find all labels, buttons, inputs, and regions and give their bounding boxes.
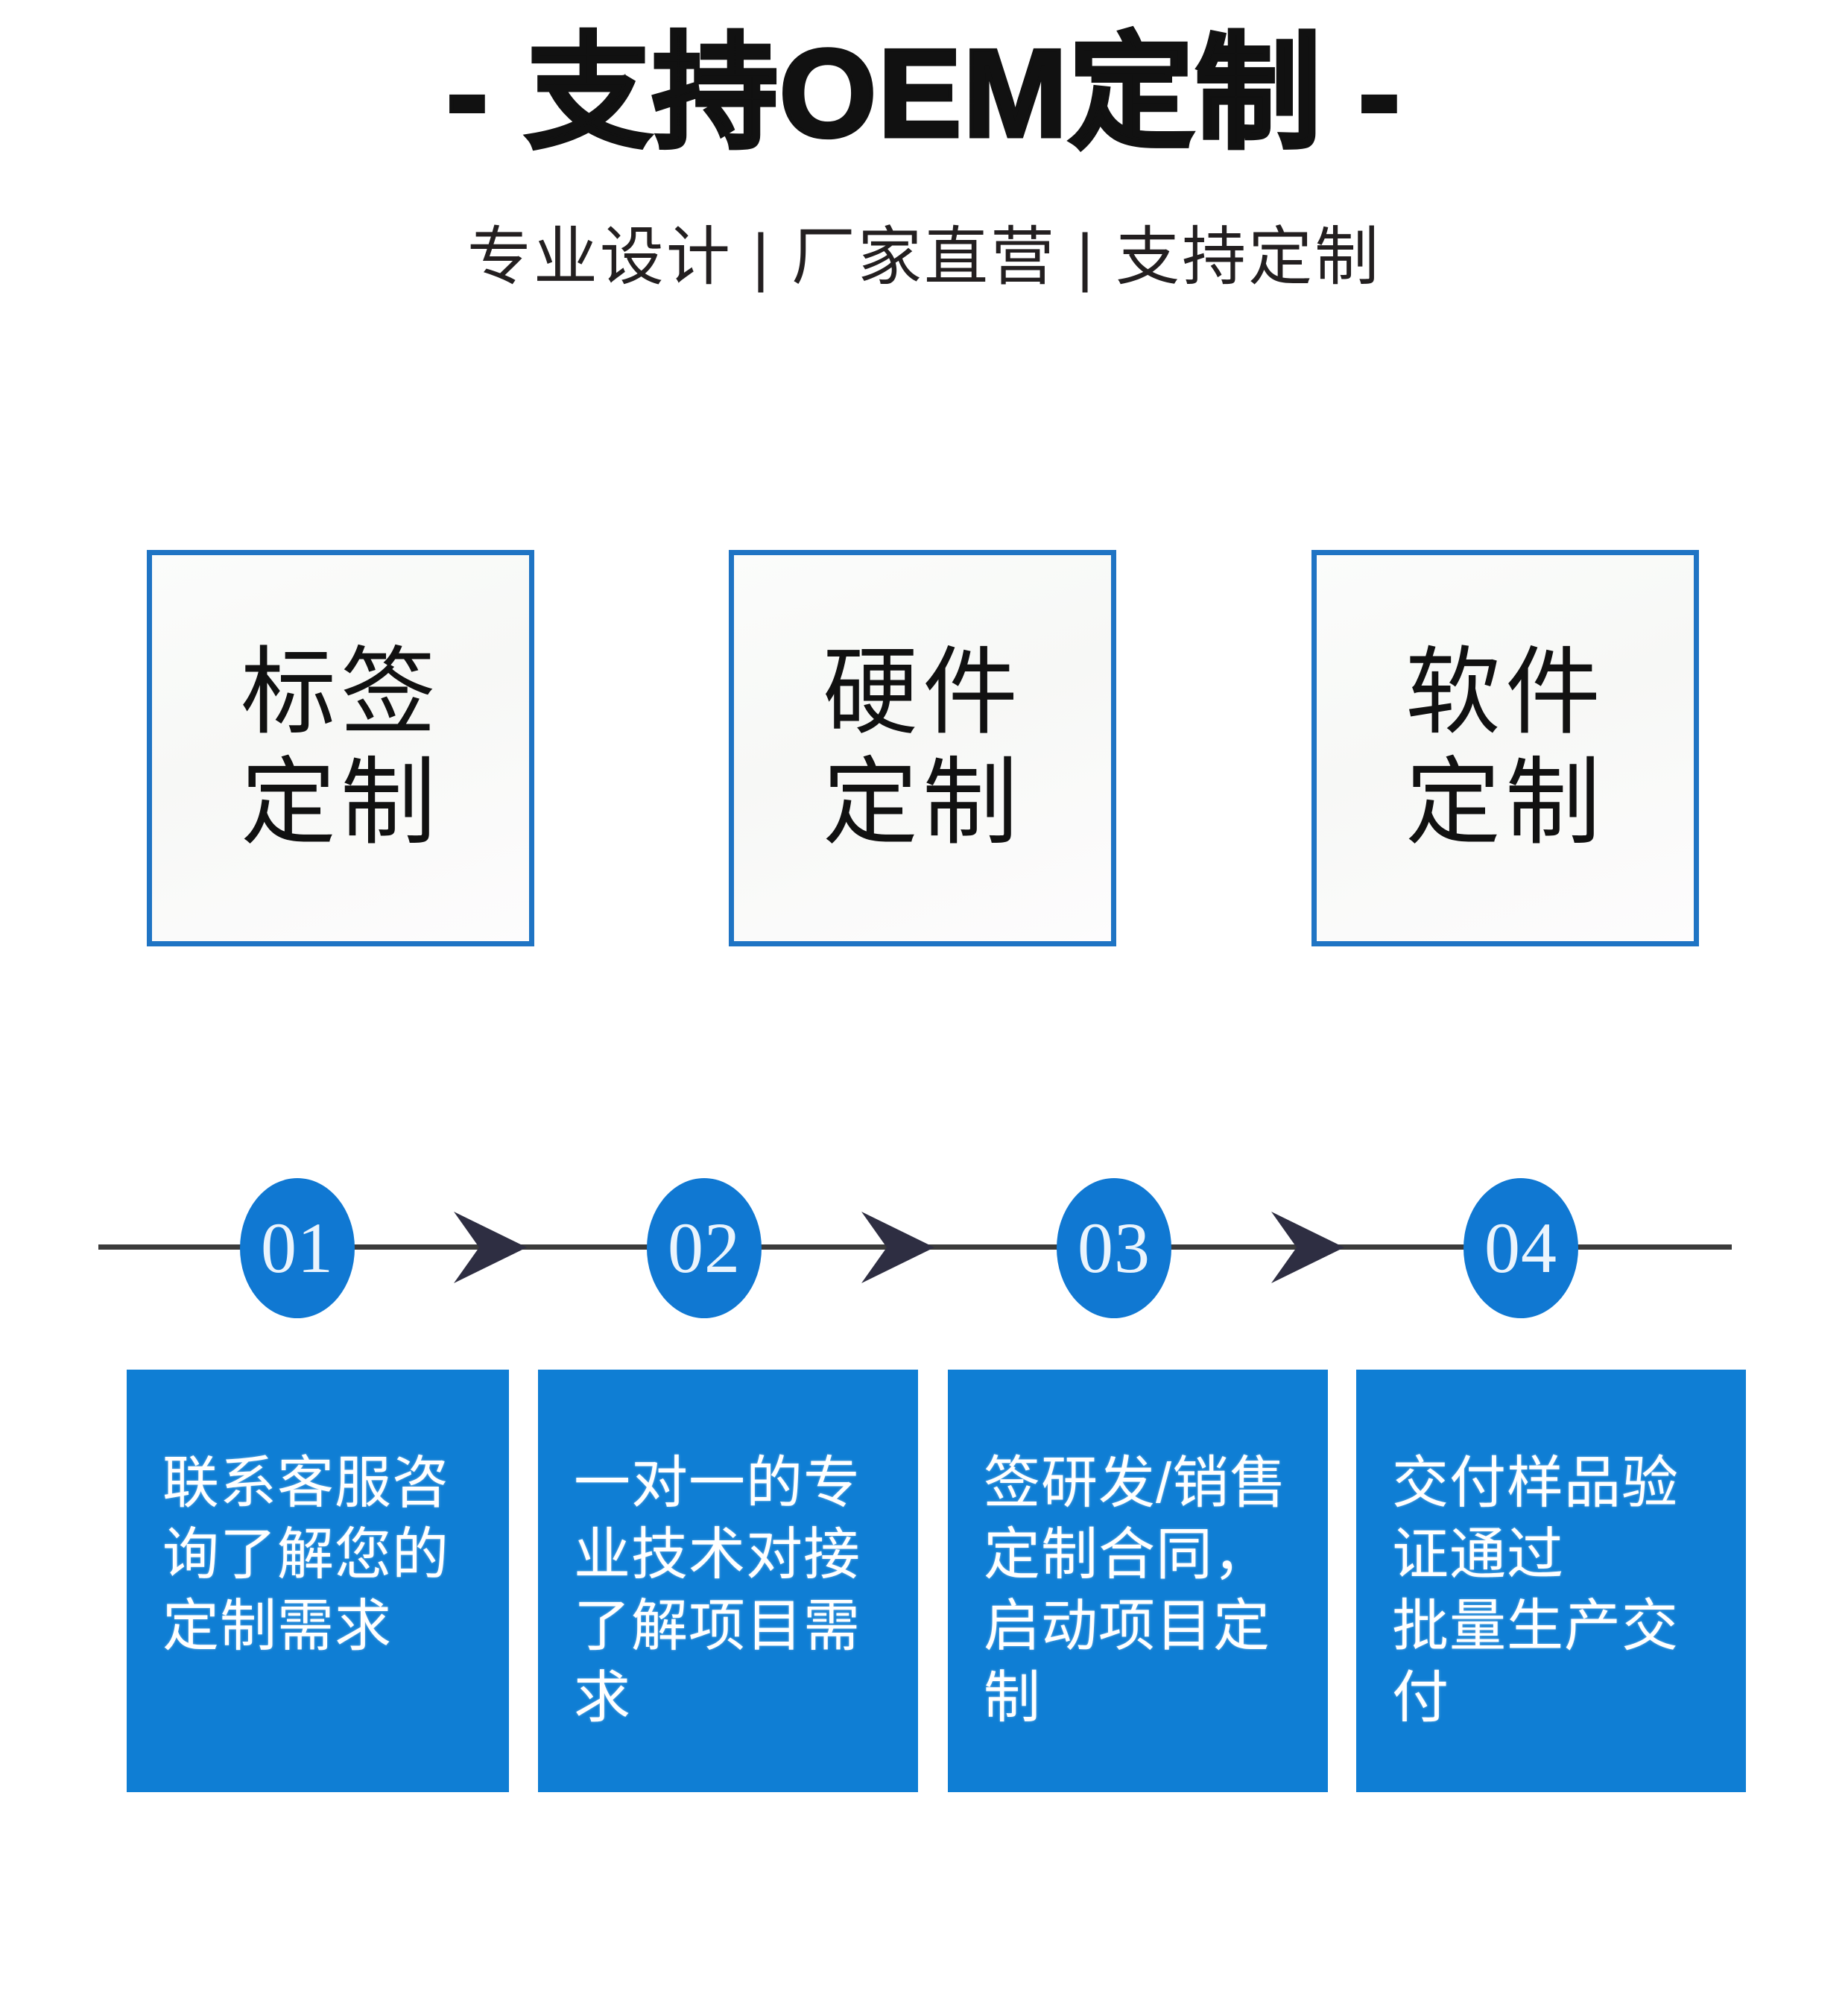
process-timeline: 01 02 03 04 <box>0 0 1848 1318</box>
timeline-node-01[interactable]: 01 <box>240 1178 355 1318</box>
page-title: - 支持OEM定制 - <box>445 22 1402 165</box>
feature-box-line-1: 软件 <box>1405 639 1605 746</box>
feature-box-line-2: 定制 <box>240 750 440 856</box>
step-card-04[interactable]: 交付样品验 证通过 批量生产交付 <box>1356 1370 1746 1792</box>
feature-box-label-custom[interactable]: 标签 定制 <box>147 550 534 946</box>
step-card-01[interactable]: 联系客服咨询了解您的定制需求 <box>127 1370 509 1792</box>
timeline-node-03[interactable]: 03 <box>1057 1178 1171 1318</box>
feature-box-line-2: 定制 <box>1405 750 1605 856</box>
feature-box-software-custom[interactable]: 软件 定制 <box>1311 550 1699 946</box>
step-card-text: 签研发/销售定制合同，启动项目定制 <box>984 1452 1288 1730</box>
feature-box-line-1: 硬件 <box>822 639 1022 746</box>
feature-box-line-2: 定制 <box>822 750 1022 856</box>
timeline-node-02[interactable]: 02 <box>647 1178 762 1318</box>
step-card-text: 联系客服咨询了解您的定制需求 <box>162 1452 449 1658</box>
feature-box-hardware-custom[interactable]: 硬件 定制 <box>729 550 1116 946</box>
timeline-node-04[interactable]: 04 <box>1463 1178 1578 1318</box>
feature-box-line-1: 标签 <box>240 639 440 746</box>
step-card-02[interactable]: 一对一的专业技术对接了解项目需求 <box>538 1370 918 1792</box>
arrow-right-icon <box>857 1209 939 1286</box>
timeline-node-label: 01 <box>261 1208 334 1288</box>
step-card-text: 交付样品验 证通过 批量生产交付 <box>1392 1452 1679 1730</box>
timeline-node-label: 02 <box>668 1208 741 1288</box>
arrow-right-icon <box>1267 1209 1349 1286</box>
page-subtitle: 专业设计 | 厂家直营 | 支持定制 <box>466 221 1382 293</box>
timeline-node-label: 03 <box>1078 1208 1151 1288</box>
arrow-right-icon <box>449 1209 531 1286</box>
step-card-03[interactable]: 签研发/销售定制合同，启动项目定制 <box>948 1370 1328 1792</box>
step-card-text: 一对一的专业技术对接了解项目需求 <box>574 1452 861 1730</box>
timeline-node-label: 04 <box>1484 1208 1557 1288</box>
